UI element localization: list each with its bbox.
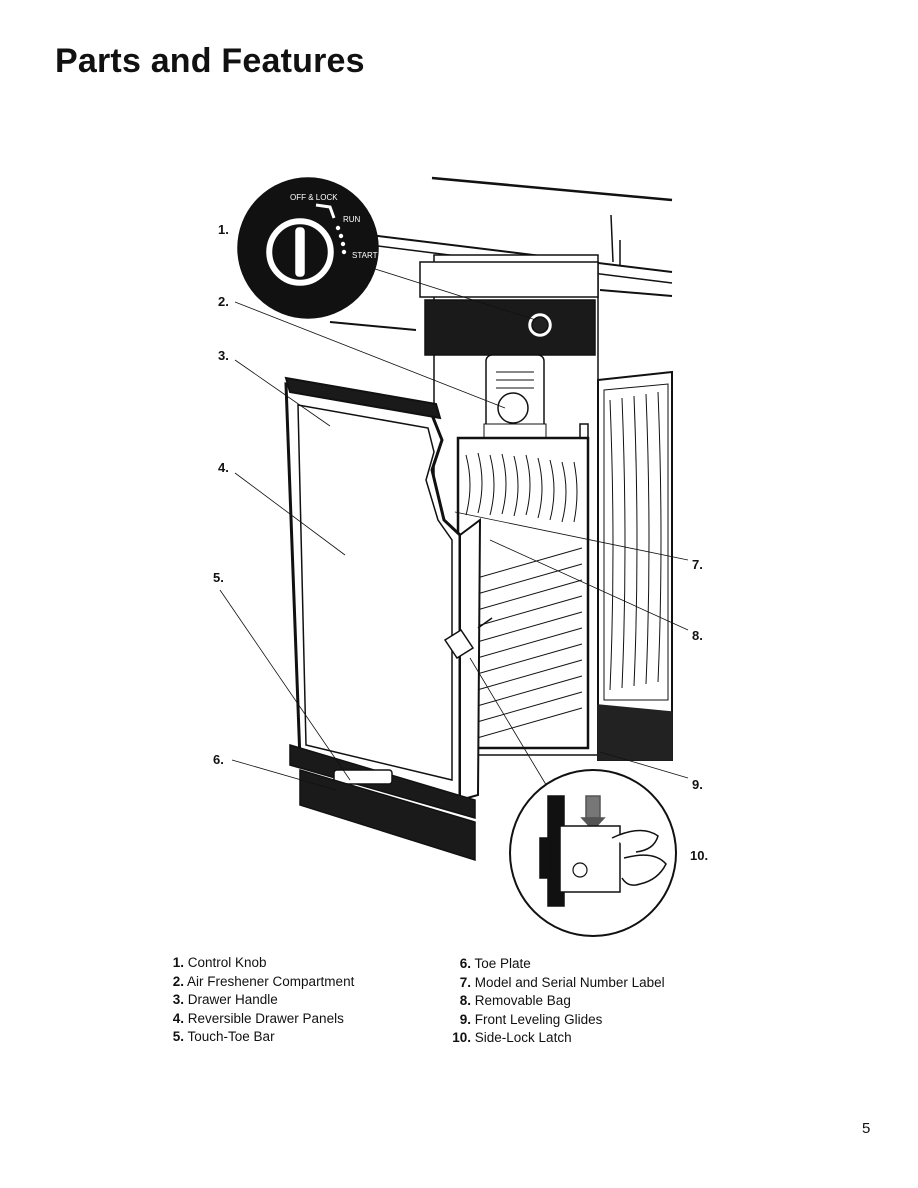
legend-label: Touch-Toe Bar bbox=[187, 1029, 275, 1044]
legend-item: 1. Control Knob bbox=[170, 954, 354, 973]
legend-label: Toe Plate bbox=[474, 956, 531, 971]
legend-item: 6. Toe Plate bbox=[449, 955, 665, 974]
legend-item: 2. Air Freshener Compartment bbox=[170, 973, 355, 992]
legend-item: 9. Front Leveling Glides bbox=[449, 1011, 665, 1030]
legend-item: 4. Reversible Drawer Panels bbox=[170, 1010, 354, 1029]
callout-3: 3. bbox=[218, 348, 229, 363]
legend-label: Air Freshener Compartment bbox=[187, 973, 355, 989]
legend-number: 9. bbox=[459, 1011, 471, 1027]
legend-label: Drawer Handle bbox=[187, 992, 278, 1007]
legend-item: 5. Touch-Toe Bar bbox=[170, 1028, 354, 1047]
legend-label: Reversible Drawer Panels bbox=[187, 1010, 344, 1026]
page-number: 5 bbox=[862, 1120, 871, 1137]
toe-plate bbox=[299, 768, 476, 862]
legend-label: Control Knob bbox=[187, 955, 267, 970]
reversible-drawer-panel bbox=[297, 404, 453, 781]
page-title: Parts and Features bbox=[55, 42, 365, 80]
legend-number: 6. bbox=[459, 956, 471, 971]
legend-number: 1. bbox=[172, 955, 184, 970]
callout-4: 4. bbox=[218, 460, 229, 475]
legend-item: 3. Drawer Handle bbox=[170, 991, 354, 1010]
legend-number: 3. bbox=[172, 992, 184, 1007]
callout-6: 6. bbox=[213, 752, 224, 767]
legend-item: 7. Model and Serial Number Label bbox=[449, 974, 665, 993]
callout-8: 8. bbox=[692, 628, 703, 643]
callout-9: 9. bbox=[692, 777, 703, 792]
callout-7: 7. bbox=[692, 557, 703, 572]
callout-5: 5. bbox=[213, 570, 224, 585]
callout-2: 2. bbox=[218, 294, 229, 309]
legend-number: 8. bbox=[459, 993, 471, 1008]
legend-label: Front Leveling Glides bbox=[474, 1011, 603, 1027]
knob-label-run: RUN bbox=[343, 215, 361, 224]
legend-label: Side-Lock Latch bbox=[474, 1030, 572, 1045]
callout-10: 10. bbox=[690, 848, 709, 863]
callout-1: 1. bbox=[218, 222, 229, 237]
legend-number: 4. bbox=[172, 1010, 184, 1026]
legend-number: 2. bbox=[172, 973, 184, 989]
control-panel bbox=[419, 261, 599, 298]
knob-label-off-lock: OFF & LOCK bbox=[290, 193, 338, 202]
legend-item: 10. Side-Lock Latch bbox=[449, 1029, 665, 1048]
legend-left: 1. Control Knob 2. Air Freshener Compart… bbox=[170, 954, 355, 1047]
side-lock-latch bbox=[443, 628, 475, 660]
legend-number: 7. bbox=[459, 974, 471, 990]
legend-right: 6. Toe Plate 7. Model and Serial Number … bbox=[449, 955, 665, 1048]
control-panel-front bbox=[424, 299, 596, 356]
legend-label: Model and Serial Number Label bbox=[474, 974, 665, 990]
legend-item: 8. Removable Bag bbox=[449, 992, 665, 1011]
legend-label: Removable Bag bbox=[474, 993, 571, 1008]
counter-top-line bbox=[431, 176, 673, 202]
legend-number: 10. bbox=[452, 1030, 471, 1045]
knob-label-start: START bbox=[352, 251, 378, 260]
legend-number: 5. bbox=[172, 1029, 184, 1044]
